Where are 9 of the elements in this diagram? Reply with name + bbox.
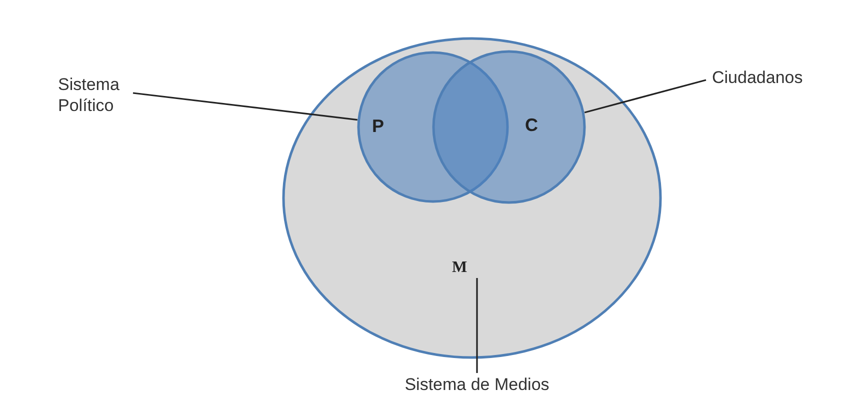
callout-label: Sistema Político	[58, 74, 120, 116]
callout-label: Ciudadanos	[712, 67, 804, 88]
circle-letter: M	[452, 258, 468, 278]
callout-label: Sistema de Medios	[404, 374, 550, 395]
leader-line	[584, 79, 706, 114]
leader-line	[132, 92, 358, 121]
circle-letter: P	[372, 116, 384, 136]
circle-letter: C	[525, 115, 538, 135]
leader-line	[476, 278, 478, 373]
